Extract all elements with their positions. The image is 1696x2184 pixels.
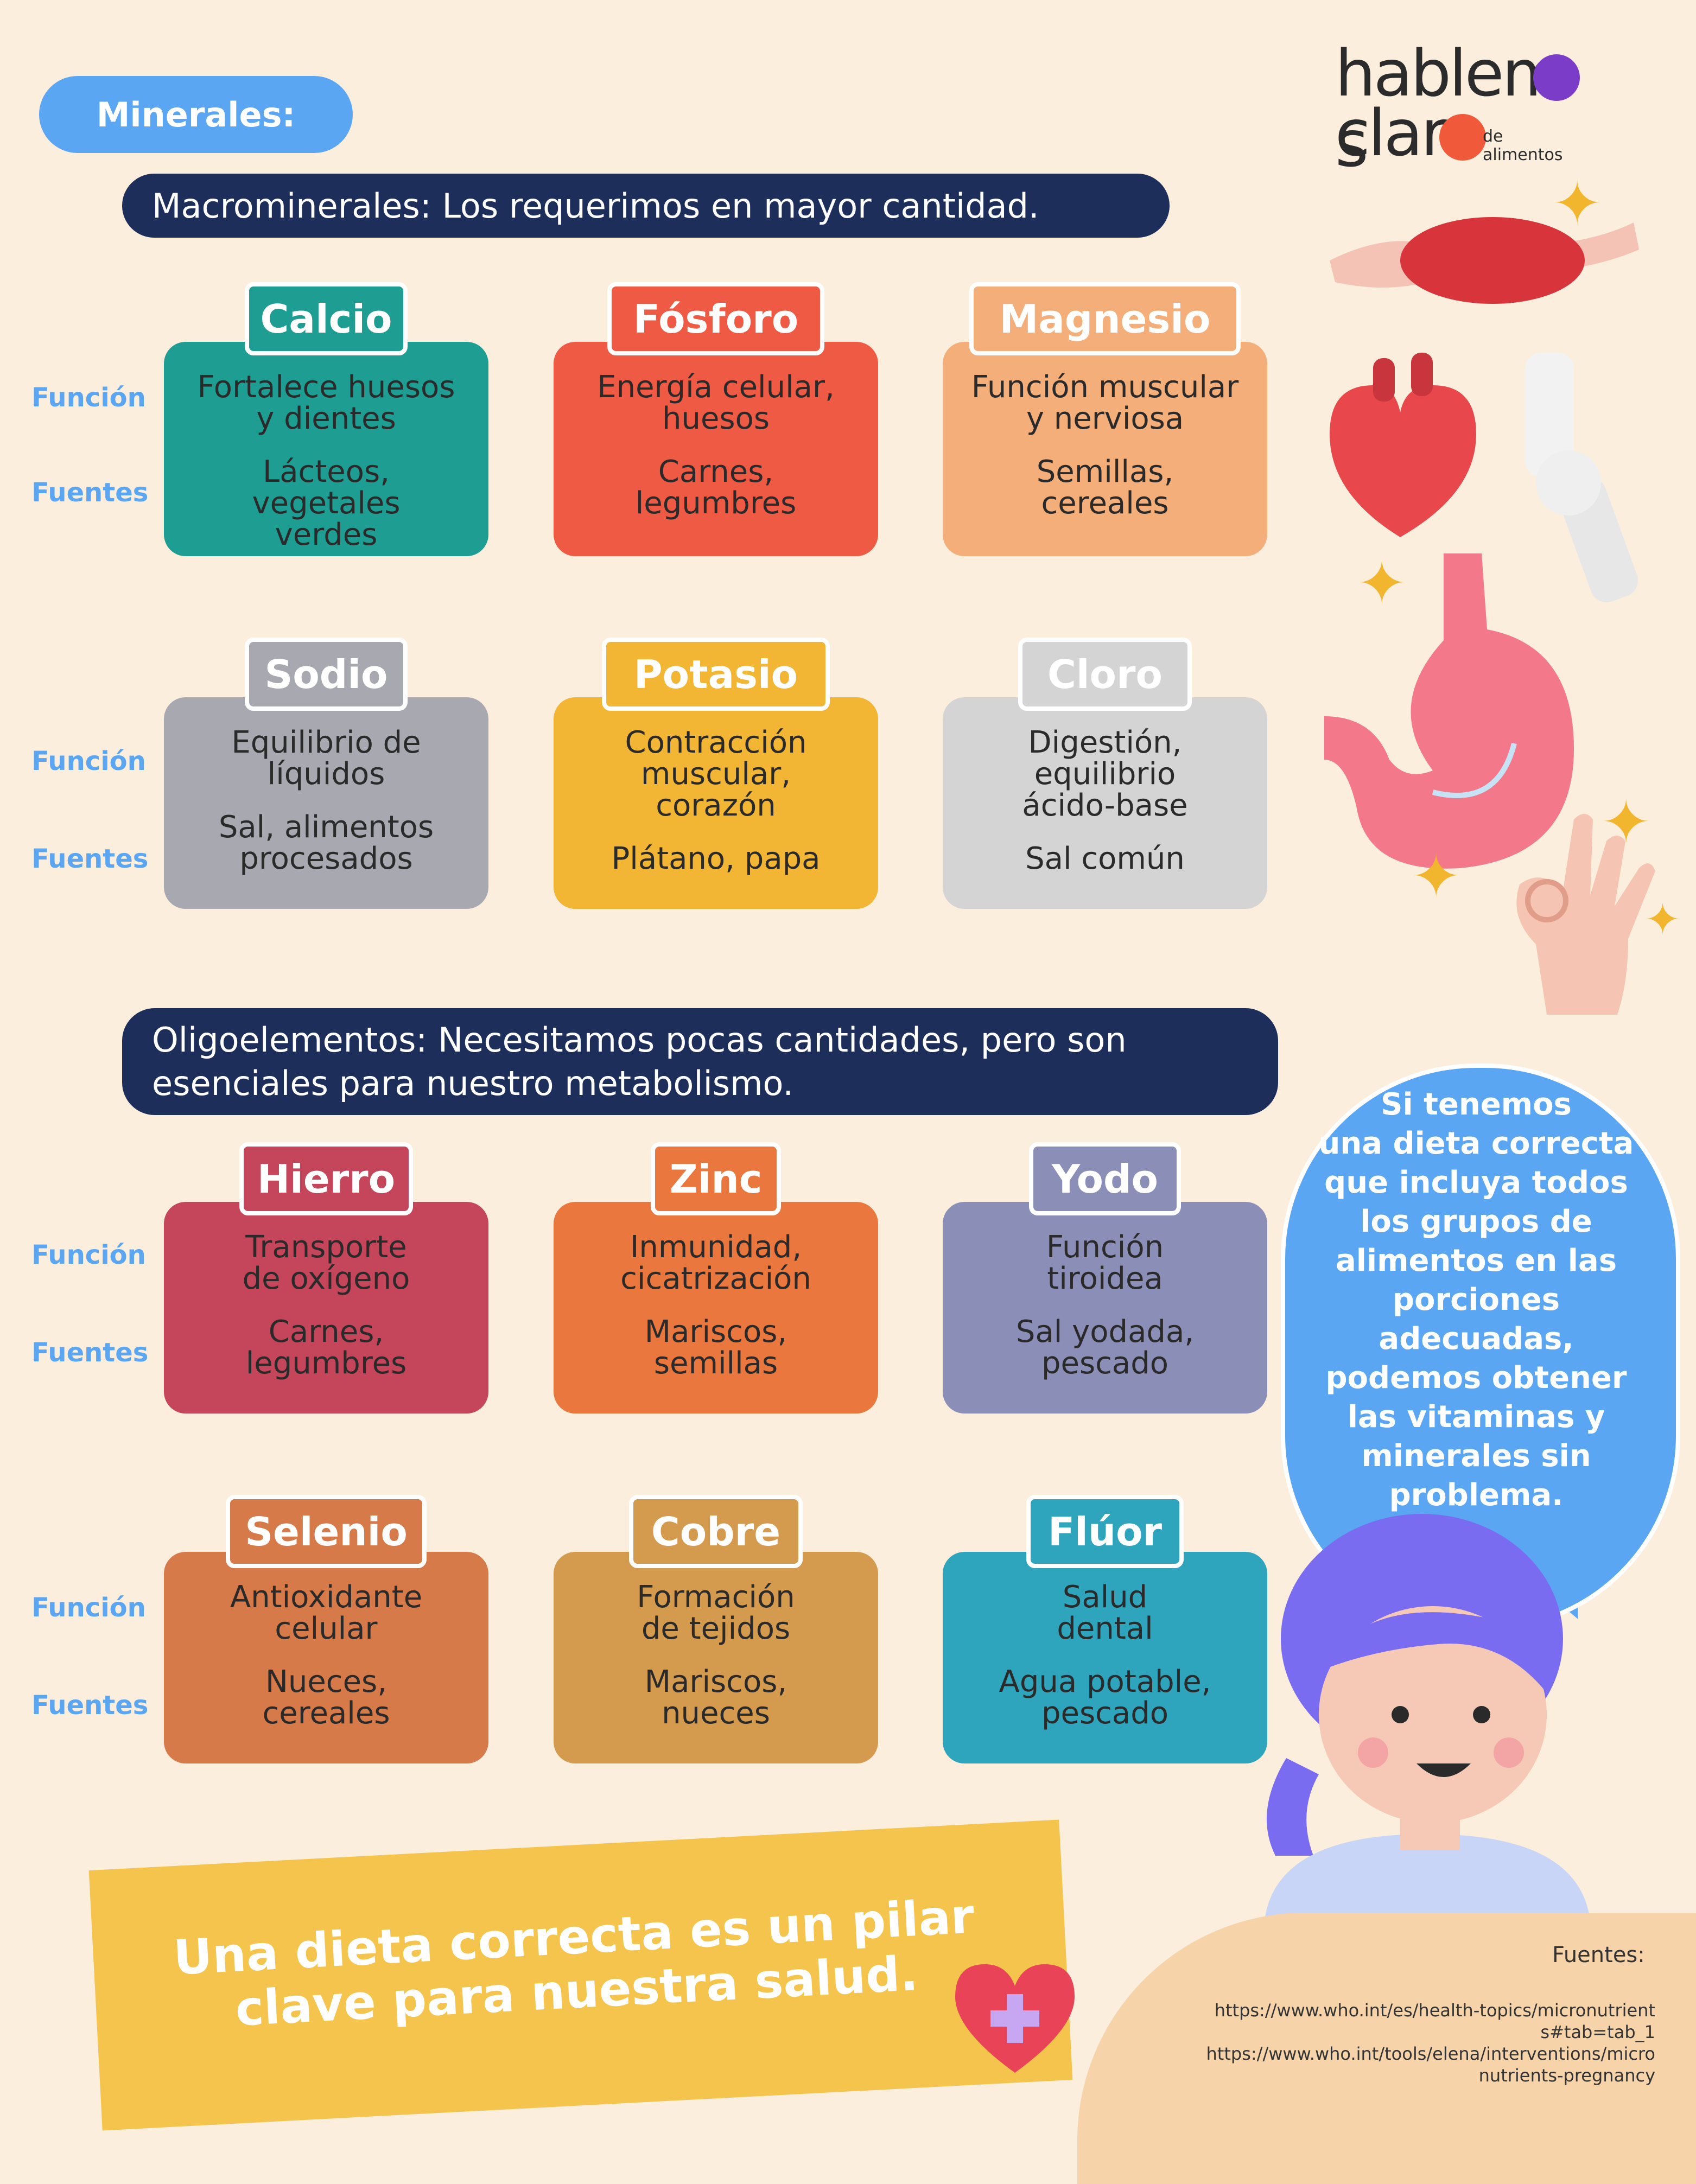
- heart-organ-illustration: [1330, 353, 1476, 537]
- ok-hand-illustration: [1516, 814, 1655, 1015]
- logo-line2: clar: [1335, 95, 1447, 170]
- mineral-name-tab: Calcio: [245, 282, 408, 355]
- mineral-name-tab: Potasio: [602, 638, 830, 711]
- mineral-sources-text: Sal yodada,pescado: [1015, 1314, 1195, 1381]
- sparkle-icon: ✦: [1357, 549, 1407, 618]
- stomach-illustration: [1324, 553, 1574, 869]
- mineral-card-12: [943, 1552, 1267, 1763]
- mineral-sources-text: Semillas,cereales: [1036, 454, 1174, 521]
- mineral-name-tab: Magnesio: [969, 282, 1241, 355]
- mineral-function-text: Inmunidad,cicatrización: [620, 1230, 811, 1296]
- mineral-card-8: [554, 1202, 878, 1413]
- oligo-line1: Oligoelementos: Necesitamos pocas cantid…: [152, 1020, 1127, 1060]
- side-label-fuentes: Fuentes: [31, 1690, 149, 1721]
- sparkle-icon: ✦: [1644, 894, 1681, 945]
- source-link-1[interactable]: https://www.who.int/es/health-topics/mic…: [1214, 2000, 1655, 2021]
- mineral-name-tab: Flúor: [1026, 1495, 1184, 1568]
- mineral-name-tab: Zinc: [651, 1142, 781, 1215]
- sparkle-icon: ✦: [1552, 169, 1603, 238]
- side-label-funcion: Función: [31, 1240, 146, 1270]
- mineral-name-tab: Selenio: [226, 1495, 427, 1568]
- mineral-sources-text: Nueces,cereales: [262, 1664, 390, 1731]
- sparkle-icon: ✦: [1601, 787, 1651, 857]
- oligoelementos-banner: Oligoelementos: Necesitamos pocas cantid…: [122, 1008, 1278, 1115]
- mineral-card-7: [164, 1202, 488, 1413]
- mineral-sources-text: Mariscos,semillas: [644, 1314, 787, 1381]
- mineral-sources-text: Plátano, papa: [611, 841, 821, 876]
- mineral-name-tab: Cloro: [1018, 638, 1192, 711]
- mineral-name-tab: Hierro: [239, 1142, 413, 1215]
- mineral-card-1: [164, 342, 488, 556]
- logo-chat-dot-purple: [1533, 54, 1580, 101]
- mineral-name-tab: Yodo: [1029, 1142, 1181, 1215]
- section-title-pill: Minerales:: [39, 76, 353, 153]
- sources-title: Fuentes:: [1552, 1943, 1645, 1967]
- side-label-fuentes: Fuentes: [31, 1338, 149, 1368]
- source-link-1-cont[interactable]: s#tab=tab_1: [1540, 2022, 1655, 2042]
- side-label-funcion: Función: [31, 1593, 146, 1623]
- mineral-sources-text: Carnes,legumbres: [245, 1314, 407, 1381]
- mineral-card-10: [164, 1552, 488, 1763]
- mineral-name-tab: Sodio: [245, 638, 408, 711]
- mineral-card-4: [164, 697, 488, 909]
- mineral-card-11: [554, 1552, 878, 1763]
- mineral-card-3: [943, 342, 1267, 556]
- mineral-sources-text: Carnes,legumbres: [635, 454, 797, 521]
- logo-line1: hablems: [1335, 36, 1564, 181]
- muscle-illustration: [1330, 217, 1639, 304]
- side-label-funcion: Función: [31, 746, 146, 776]
- mineral-sources-text: Agua potable,pescado: [999, 1664, 1211, 1731]
- sparkle-icon: ✦: [1411, 842, 1462, 911]
- heart-plus-icon: [955, 1964, 1075, 2073]
- bone-joint-illustration: [1525, 353, 1638, 603]
- logo-chat-dot-orange: [1439, 114, 1486, 161]
- mineral-sources-text: Sal común: [1025, 841, 1185, 876]
- side-label-fuentes: Fuentes: [31, 844, 149, 874]
- oligo-line2: esenciales para nuestro metabolismo.: [152, 1063, 794, 1103]
- mineral-card-6: [943, 697, 1267, 909]
- source-link-2-cont[interactable]: nutrients-pregnancy: [1478, 2065, 1655, 2086]
- mineral-card-5: [554, 697, 878, 909]
- side-label-fuentes: Fuentes: [31, 477, 149, 508]
- macrominerales-banner: Macrominerales: Los requerimos en mayor …: [122, 174, 1170, 238]
- mineral-card-2: [554, 342, 878, 556]
- mineral-function-text: Energía celular,huesos: [597, 370, 835, 436]
- mineral-name-tab: Cobre: [629, 1495, 803, 1568]
- source-link-2[interactable]: https://www.who.int/tools/elena/interven…: [1206, 2043, 1655, 2064]
- mineral-card-9: [943, 1202, 1267, 1413]
- side-label-funcion: Función: [31, 383, 146, 413]
- woman-character-illustration: [1265, 1514, 1590, 1921]
- mineral-name-tab: Fósforo: [607, 282, 824, 355]
- mineral-sources-text: Mariscos,nueces: [644, 1664, 787, 1731]
